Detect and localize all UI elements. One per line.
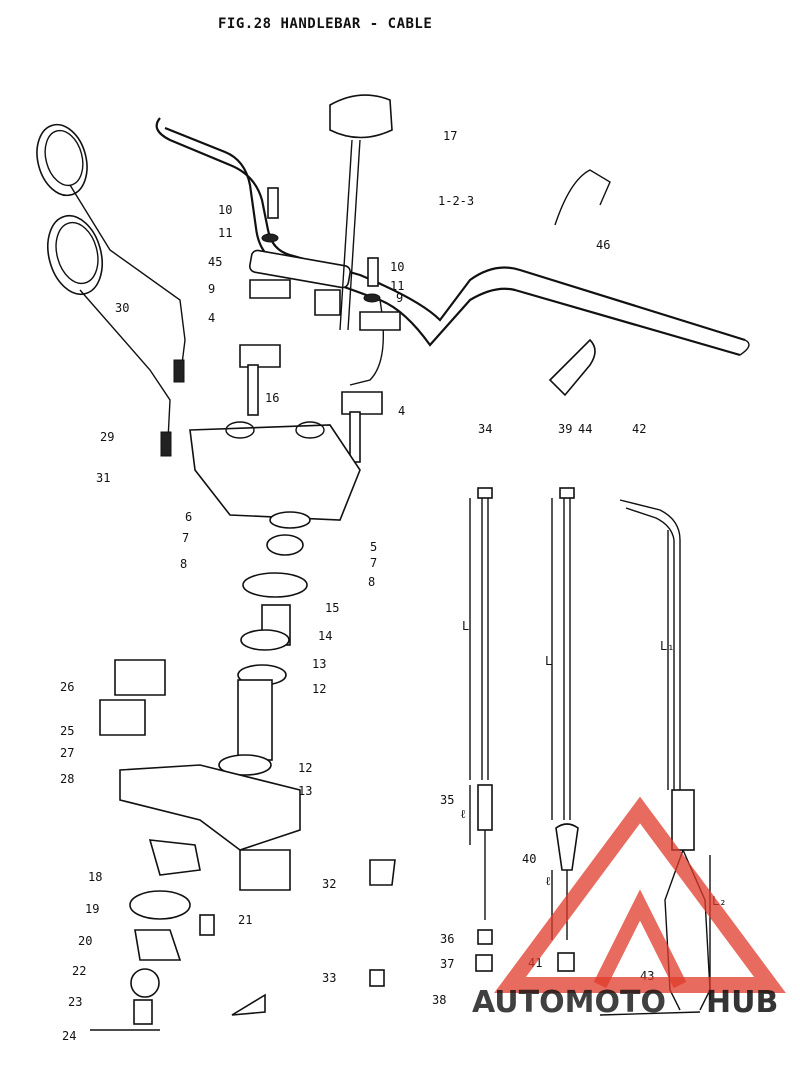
- callout-17: 17: [443, 129, 457, 143]
- watermark-text-orange: AUTOMOTO: [472, 985, 666, 1020]
- callout-10: 10: [390, 260, 404, 274]
- watermark: AUTOMOTO HUB: [472, 796, 786, 1020]
- callout-31: 31: [96, 471, 110, 485]
- callout-6: 6: [185, 510, 192, 524]
- watermark-inner-mark: [593, 889, 687, 989]
- ignition-switch: [329, 94, 393, 331]
- callout-30: 30: [115, 301, 129, 315]
- dimension-label: L₁: [660, 639, 674, 653]
- clutch-cable: [475, 487, 493, 972]
- callout-15: 15: [325, 601, 339, 615]
- lower-left-parts: [90, 659, 396, 1031]
- callout-25: 25: [60, 724, 74, 738]
- callout-16: 16: [265, 391, 279, 405]
- dimension-label: L: [545, 654, 552, 668]
- dimension-lines: [469, 498, 711, 1000]
- figure-title: FIG.28 HANDLEBAR - CABLE: [218, 16, 433, 32]
- callout-7: 7: [370, 556, 377, 570]
- watermark-text-dark: HUB: [706, 985, 778, 1020]
- clamp-assembly: [239, 187, 401, 463]
- callout-23: 23: [68, 995, 82, 1009]
- callout-32: 32: [322, 877, 336, 891]
- callout-4: 4: [398, 404, 405, 418]
- callout-27: 27: [60, 746, 74, 760]
- watermark-triangle: [494, 796, 786, 993]
- callout-12: 12: [312, 682, 326, 696]
- hose-clamp-46: [554, 169, 611, 226]
- callout-13: 13: [298, 784, 312, 798]
- callout-34: 34: [478, 422, 492, 436]
- callout-24: 24: [62, 1029, 76, 1043]
- dimension-label: ℓ: [460, 807, 466, 821]
- callout-1-2-3: 1-2-3: [438, 194, 474, 208]
- callout-labels: 1-2-344567788991010111112121313141516171…: [60, 129, 654, 1043]
- callout-12: 12: [298, 761, 312, 775]
- dimension-label: L: [462, 619, 469, 633]
- callout-44: 44: [578, 422, 592, 436]
- callout-45: 45: [208, 255, 222, 269]
- callout-14: 14: [318, 629, 332, 643]
- callout-46: 46: [596, 238, 610, 252]
- callout-7: 7: [182, 531, 189, 545]
- callout-38: 38: [432, 993, 446, 1007]
- mirror-upper: [36, 123, 186, 383]
- callout-39: 39: [558, 422, 572, 436]
- brake-cable: [555, 487, 579, 972]
- callout-29: 29: [100, 430, 114, 444]
- handlebar: [155, 117, 750, 386]
- callout-22: 22: [72, 964, 86, 978]
- callout-33: 33: [322, 971, 336, 985]
- callout-19: 19: [85, 902, 99, 916]
- callout-11: 11: [390, 279, 404, 293]
- callout-4: 4: [208, 311, 215, 325]
- dimension-label: ℓ: [545, 874, 551, 888]
- callout-13: 13: [312, 657, 326, 671]
- callout-8: 8: [180, 557, 187, 571]
- steering-stem: [119, 511, 311, 891]
- callout-18: 18: [88, 870, 102, 884]
- callout-26: 26: [60, 680, 74, 694]
- callout-28: 28: [60, 772, 74, 786]
- callout-40: 40: [522, 852, 536, 866]
- upper-bracket: [189, 421, 361, 521]
- cable-guide-44: [548, 338, 596, 397]
- mirror-lower: [47, 214, 172, 457]
- callout-35: 35: [440, 793, 454, 807]
- callout-5: 5: [370, 540, 377, 554]
- callout-11: 11: [218, 226, 232, 240]
- callout-9: 9: [208, 282, 215, 296]
- callout-42: 42: [632, 422, 646, 436]
- callout-37: 37: [440, 957, 454, 971]
- callout-20: 20: [78, 934, 92, 948]
- callout-9: 9: [396, 291, 403, 305]
- callout-21: 21: [238, 913, 252, 927]
- callout-36: 36: [440, 932, 454, 946]
- callout-10: 10: [218, 203, 232, 217]
- callout-8: 8: [368, 575, 375, 589]
